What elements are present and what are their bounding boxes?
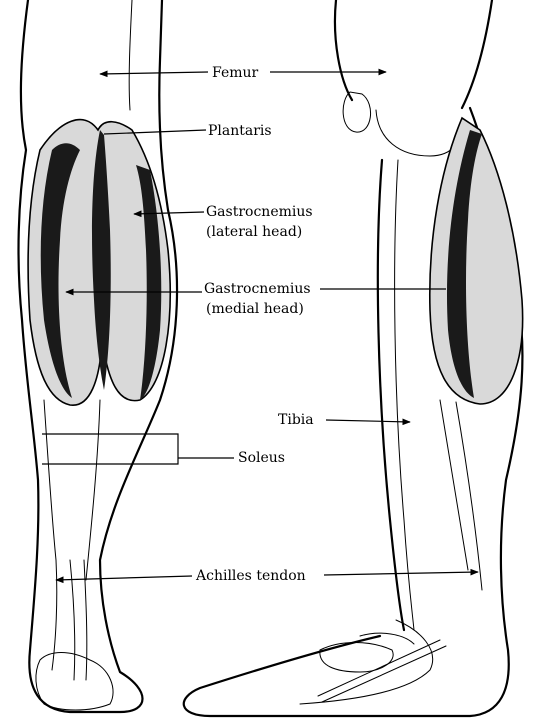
label-plantaris: Plantaris [208,123,272,139]
label-soleus: Soleus [238,450,285,466]
gastrocnemius-lateral [430,118,523,404]
labels: Femur Plantaris Gastrocnemius (lateral h… [195,65,314,584]
soleus-bracket [42,434,178,464]
label-gastrocnemius-lateral: Gastrocnemius [206,204,313,220]
achilles-leader-left [56,576,192,580]
achilles-leader-right [324,572,478,575]
label-femur: Femur [212,65,259,81]
label-gastrocnemius-medial: Gastrocnemius [204,281,311,297]
femur-leader-left [100,72,208,74]
label-tibia: Tibia [278,412,314,428]
label-achilles-tendon: Achilles tendon [195,568,306,584]
label-medial-head: (medial head) [206,301,304,317]
lateral-leg-drawing [184,0,523,716]
posterior-leg-drawing [19,0,178,712]
label-lateral-head: (lateral head) [206,224,302,240]
tibia-bone [378,160,404,630]
